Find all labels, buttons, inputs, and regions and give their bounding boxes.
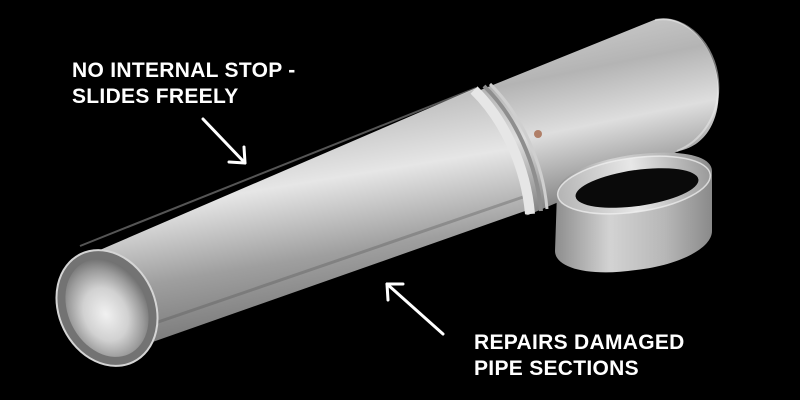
no-internal-stop-line-1: NO INTERNAL STOP - [72, 59, 296, 82]
repairs-damaged-line-2: PIPE SECTIONS [474, 357, 639, 380]
bottom-callout-arrow [385, 282, 445, 336]
loose-ring [555, 152, 712, 273]
repairs-damaged-callout: REPAIRS DAMAGED PIPE SECTIONS [474, 330, 685, 382]
main-pipe [72, 87, 528, 357]
top-callout-arrow [201, 117, 247, 165]
weld-seam [470, 82, 549, 215]
pipe-opening [55, 249, 159, 367]
no-internal-stop-callout: NO INTERNAL STOP - SLIDES FREELY [72, 58, 296, 110]
repairs-damaged-line-1: REPAIRS DAMAGED [474, 331, 685, 354]
no-internal-stop-line-2: SLIDES FREELY [72, 85, 239, 108]
